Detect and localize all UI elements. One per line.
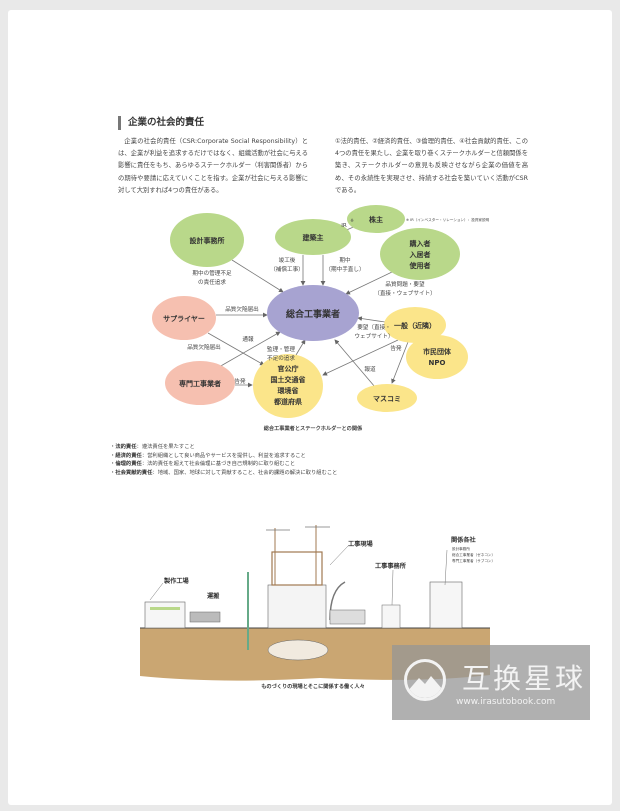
nodes (152, 205, 468, 418)
node-label: マスコミ (373, 395, 401, 403)
list-item: ・倫理的責任：法的責任を超えて社会倫理に基づき自己規制的に取り組むこと (110, 461, 296, 468)
node-npo (406, 335, 468, 379)
building (267, 584, 327, 629)
label-site: 工事現場 (348, 540, 374, 548)
node-shareholder (347, 205, 405, 233)
node-label: 専門工事業者 (179, 379, 221, 388)
paragraph-right: ①法的責任、②経済的責任、③倫理的責任、④社会貢献的責任、この4つの責任を果たし… (335, 138, 528, 194)
label-related: 関係各社 (451, 536, 477, 544)
edge-label: 不足の追求 (267, 354, 295, 362)
list-item: ・社会貢献的責任：地域、国家、地球に対して貢献すること、社会的課題の解決に取り組… (110, 469, 338, 476)
node-media (357, 384, 417, 412)
node-owner (275, 219, 351, 255)
diagram-caption: 総合工事業者とステークホルダーとの関係 (264, 424, 363, 432)
node-label: 建築主 (303, 233, 324, 242)
node-label: NPO (429, 359, 446, 367)
edge-label: 竣工後 (279, 256, 296, 264)
label-office: 工事事務所 (375, 562, 407, 570)
edge-label: 品質欠陥届出 (187, 343, 221, 351)
node-design-office (170, 213, 244, 267)
edge-label: 期中の管理不足 (192, 269, 232, 277)
edge-label: IR (341, 223, 347, 229)
node-label: 入居者 (409, 250, 431, 259)
edge-label: 通報 (242, 335, 254, 343)
node-label: 環境省 (278, 386, 299, 395)
watermark-url: www.irasutobook.com (456, 697, 556, 707)
related-item: 専門工事業者（サブコン） (452, 558, 495, 563)
node-label: 官公庁 (278, 364, 299, 373)
mountain-logo-icon (404, 659, 446, 701)
factory-building (144, 601, 186, 629)
node-label: 市民団体 (423, 347, 452, 356)
illustration-caption: ものづくりの現場とそこに関係する働く人々 (261, 682, 365, 690)
watermark: 互换星球 www.irasutobook.com (392, 645, 590, 720)
node-public (384, 307, 446, 343)
node-label: 一般（近隣） (394, 321, 436, 330)
node-label: 総合工事業者 (286, 308, 340, 320)
node-government (253, 354, 323, 418)
paragraph-left: 企業の社会的責任（CSR:Corporate Social Responsibi… (118, 138, 308, 194)
edge-label: （補償工事） (270, 265, 304, 273)
edge-label: 品質問題・要望 (385, 280, 425, 288)
edge-label: ウェブサイト） (354, 332, 393, 340)
construction-illustration: 製作工場 運搬 工事現場 工事事務所 関係各社 設計事務所 総合工事業者（ゼネコ… (140, 525, 495, 690)
edge-label: の責任追求 (198, 278, 226, 286)
node-label: 購入者 (409, 239, 431, 248)
list-item: ・経済的責任：営利組織として良い商品やサービスを提供し、利益を追求すること (110, 452, 306, 459)
related-item: 総合工事業者（ゼネコン） (452, 552, 495, 557)
section-title: 企業の社会的責任 (118, 116, 204, 130)
tunnel (267, 639, 329, 661)
node-specialist (165, 361, 235, 405)
label-transport: 運搬 (207, 592, 220, 600)
edge-label: 報道 (364, 365, 376, 373)
edge-label: 要望（直接・ (357, 323, 391, 331)
watermark-title: 互换星球 (462, 662, 587, 695)
edge-label: （直接・ウェブサイト） (374, 289, 436, 297)
list-item: ・法的責任：遵法責任を果たすこと (110, 444, 195, 450)
office-building (429, 581, 463, 629)
node-label: サプライヤー (163, 314, 205, 323)
ir-note: ※ IR（インベスター・リレーション）：投資家説明 (406, 217, 490, 222)
node-buyer (380, 228, 460, 280)
responsibility-list: ・法的責任：遵法責任を果たすこと ・経済的責任：営利組織として良い商品やサービス… (110, 443, 337, 477)
node-general-contractor (267, 285, 359, 341)
edge-label: 監理・管理 (267, 345, 295, 353)
node-label: 株主 (369, 215, 383, 224)
node-supplier (152, 296, 216, 340)
edge-label: 品質欠陥届出 (225, 305, 259, 313)
site-office (381, 604, 401, 629)
edge-label: （期中手直し） (325, 265, 364, 273)
node-label: 設計事務所 (190, 236, 225, 245)
label-factory: 製作工場 (163, 577, 190, 585)
edge-label: 期中 (339, 256, 351, 264)
node-label: 都道府県 (273, 397, 302, 406)
scaffold (271, 551, 323, 586)
truck (189, 611, 221, 623)
edge-label: ※ (350, 218, 353, 223)
edge-label: 告発 (390, 344, 402, 352)
node-label: 国土交通省 (271, 375, 306, 384)
related-item: 設計事務所 (452, 546, 470, 551)
edge-label: 告発 (234, 377, 246, 385)
node-label: 使用者 (409, 261, 431, 270)
